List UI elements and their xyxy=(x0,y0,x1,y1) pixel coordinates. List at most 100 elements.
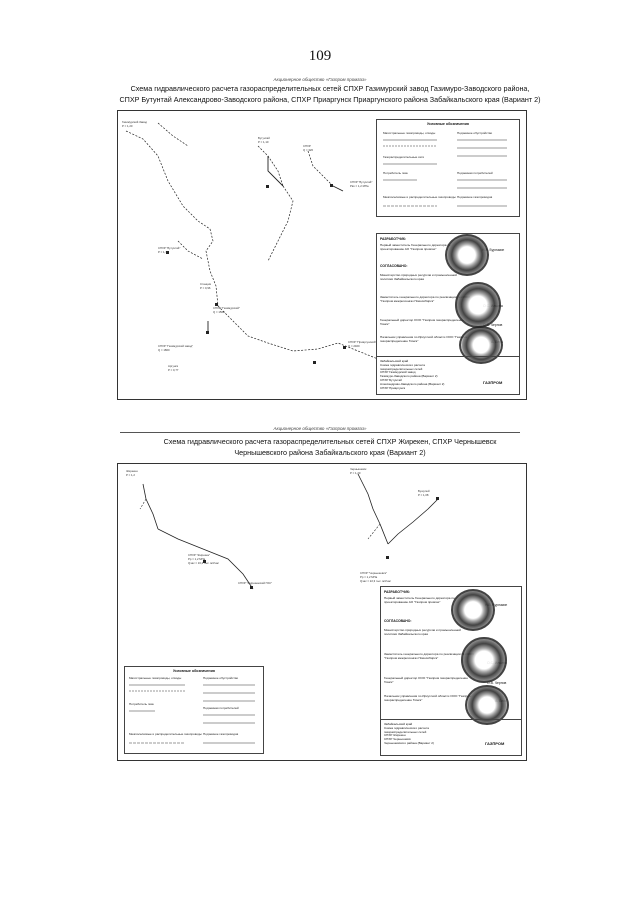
sheet2-stamp-seal xyxy=(451,589,495,631)
sheet2-header-org: Акционерное общество «Газпром промгаз» xyxy=(273,426,367,431)
sheet1-title-line2: СПХР Бутунтай Александрово-Заводского ра… xyxy=(119,95,541,104)
sheet1-sub-item: Схема гидравлического расчета xyxy=(380,362,425,367)
svg-text:Qчас = 16,2 тыс. м3/час: Qчас = 16,2 тыс. м3/час xyxy=(188,561,220,565)
sheet1-legend-item: Подземное обустройство xyxy=(457,131,493,135)
sheet1-sub-item: Александрово-Заводского района (Вариант … xyxy=(380,381,445,386)
svg-text:P = 0,96: P = 0,96 xyxy=(200,286,211,290)
sheet1-legend-item: Подземное газопроводов xyxy=(457,195,493,199)
sheet1-legend-item: Газораспределительные сети xyxy=(383,155,425,159)
sheet1-legend: Условные обозначения Магистральные газоп… xyxy=(376,119,520,217)
sheet1-head-dept: Начальник управления по Иркутской област… xyxy=(380,335,468,343)
sheet2-sub-list: Забайкальский край Схема гидравлического… xyxy=(384,722,434,746)
sheet2-signature-block: РАЗРАБОТЧИК: Первый заместитель Генераль… xyxy=(380,586,522,756)
sheet2-legend-item: Потребитель газа xyxy=(129,702,154,706)
sheet1-stamp-seal xyxy=(459,326,503,364)
svg-text:СПХР "Бутунтай": СПХР "Бутунтай" xyxy=(350,180,372,184)
sheet2-legend-title: Условные обозначения xyxy=(173,669,215,673)
sheet1-sub-item: Забайкальский край xyxy=(380,359,409,363)
sheet2-legend: Условные обозначения Магистральные газоп… xyxy=(124,666,264,754)
svg-text:Чернышевск: Чернышевск xyxy=(350,467,367,471)
svg-text:Газимурский Завод: Газимурский Завод xyxy=(122,120,147,124)
sheet1-legend-item: Подземная потребителей xyxy=(457,171,493,175)
svg-text:СПХР "Чернышевск": СПХР "Чернышевск" xyxy=(360,571,387,575)
sheet1-stamp-seal xyxy=(455,282,501,328)
svg-text:P = 0,77: P = 0,77 xyxy=(168,368,179,372)
svg-text:Pр = 1,2 МПа: Pр = 1,2 МПа xyxy=(360,575,378,579)
sheet2-gazprom-logo: ГАЗПРОМ xyxy=(485,741,505,746)
svg-text:Qчас = 22,3 тыс. м3/час: Qчас = 22,3 тыс. м3/час xyxy=(360,579,392,583)
svg-text:P = 1,20: P = 1,20 xyxy=(350,471,361,475)
sheet2-legend-symbols xyxy=(129,684,255,744)
sheet2-stamp-seal xyxy=(465,685,509,725)
sheet1-legend-title: Условные обозначения xyxy=(427,122,469,126)
svg-text:Q = 2400: Q = 2400 xyxy=(348,344,360,348)
sheet2-legend-item: Подземное обустройство xyxy=(203,676,239,680)
sheet2-legend-item: Подземное газопроводов xyxy=(203,732,239,736)
sheet2-title-line2: Чернышевского района Забайкальского края… xyxy=(234,448,426,457)
sheet2-gd: Генеральный директор ООО "Газпром газора… xyxy=(384,676,468,684)
sheet2-sub-item: СПХР Чернышевск xyxy=(384,737,411,742)
sheet1-legend-item: Потребитель газа xyxy=(383,171,408,175)
svg-text:Pвх = 1,2 МПа: Pвх = 1,2 МПа xyxy=(350,184,369,188)
sheet2-legend-item: Магистральные газопроводы, отводы xyxy=(129,676,182,680)
svg-text:Q = 1500: Q = 1500 xyxy=(213,310,225,314)
sheet1-sub-list: Забайкальский край Схема гидравлического… xyxy=(380,359,445,390)
sheet1-stamp-seal xyxy=(445,234,489,276)
sheet1-legend-item: Межпоселковые и распределительные газопр… xyxy=(383,195,456,199)
sheet2-deputy-gd: Заместитель генерального директора по ре… xyxy=(384,652,474,660)
sheet1-name-chernov: О.В. Чернов xyxy=(483,323,503,327)
sheet2-developer-label: РАЗРАБОТЧИК: xyxy=(384,590,411,594)
sheet1-sub-item: СПХР Газимурский завод xyxy=(380,370,416,375)
sheet1-legend-symbols xyxy=(383,139,507,207)
sheet2-sub-item: Забайкальский край xyxy=(384,722,413,726)
sheet1-title-line1: Схема гидравлического расчета газораспре… xyxy=(130,84,530,93)
svg-text:СПХР "Газимурский завод": СПХР "Газимурский завод" xyxy=(158,344,193,348)
sheet2-stamp-seal xyxy=(461,637,507,683)
sheet1-sub-item: СПХР Бутунтай xyxy=(380,377,402,382)
sheet2-head-dept: Начальник управления по Иркутской област… xyxy=(384,694,472,702)
svg-text:Бутунтай: Бутунтай xyxy=(258,136,270,140)
sheet1-sub-item: Газимуро-Заводского района (Вариант 2) xyxy=(380,374,438,379)
svg-text:СПХР "Бутунтай": СПХР "Бутунтай" xyxy=(158,246,180,250)
sheet2-first-deputy: Первый заместитель Генерального директор… xyxy=(384,596,455,604)
svg-text:СПХР "Приаргунский": СПХР "Приаргунский" xyxy=(348,340,376,344)
svg-text:Станция: Станция xyxy=(200,282,212,286)
sheet1-deputy-gd: Заместитель генерального директора по ре… xyxy=(380,295,470,303)
page-number: 109 xyxy=(308,48,332,64)
sheet1-agreed-label: СОГЛАСОВАНО: xyxy=(380,264,408,268)
svg-text:Q = 1800: Q = 1800 xyxy=(158,348,170,352)
sheet2-title-line1: Схема гидравлического расчета газораспре… xyxy=(163,437,497,446)
sheet2-sub-item: СПХР Жирекен xyxy=(384,733,406,738)
sheet2-sub-item: газораспределительных сетей xyxy=(384,729,427,734)
sheet1-legend-item: Магистральные газопроводы, отводы xyxy=(383,131,436,135)
svg-text:Pр = 1,2 МПа: Pр = 1,2 МПа xyxy=(188,557,206,561)
sheet2-name-chernov: О.В. Чернов xyxy=(487,681,507,685)
sheet1-divider xyxy=(377,356,519,357)
sheet2-name-burlakin: Н.В. Бурлакин xyxy=(485,603,508,607)
svg-text:P = 1,16: P = 1,16 xyxy=(158,250,169,254)
sheet2-sub-item: Чернышевского района (Вариант 2) xyxy=(384,740,434,745)
svg-text:СПХР "Газимурский": СПХР "Газимурский" xyxy=(213,306,240,310)
sheet2-sub-item: Схема гидравлического расчета xyxy=(384,725,429,730)
sheet1-gd: Генеральный директор ООО "Газпром газора… xyxy=(380,318,464,326)
sheet2-legend-item: Подземная потребителей xyxy=(203,706,239,710)
sheet2-ministry: Министерство природных ресурсов и промыш… xyxy=(384,628,461,636)
sheet1-gazprom-logo: ГАЗПРОМ xyxy=(483,380,503,385)
sheet2-header-rule xyxy=(120,432,520,433)
svg-text:СПХР "Жирекенский ГОК": СПХР "Жирекенский ГОК" xyxy=(238,581,272,585)
sheet1-ministry: Министерство природных ресурсов и промыш… xyxy=(380,273,457,281)
sheet1-developer-label: РАЗРАБОТЧИК: xyxy=(380,237,407,241)
sheet2-divider xyxy=(381,719,521,720)
svg-text:Q = 320: Q = 320 xyxy=(303,148,313,152)
sheet1-sub-item: газораспределительных сетей xyxy=(380,366,423,371)
svg-text:СПХР: СПХР xyxy=(303,144,311,148)
sheet1-header-org: Акционерное общество «Газпром промгаз» xyxy=(273,77,367,82)
sheet1-sub-item: СПХР Приаргунск xyxy=(380,385,406,390)
svg-text:P = 1,2: P = 1,2 xyxy=(126,473,135,477)
svg-text:Жирекен: Жирекен xyxy=(126,469,138,473)
svg-text:СПХР "Жирекен": СПХР "Жирекен" xyxy=(188,553,210,557)
